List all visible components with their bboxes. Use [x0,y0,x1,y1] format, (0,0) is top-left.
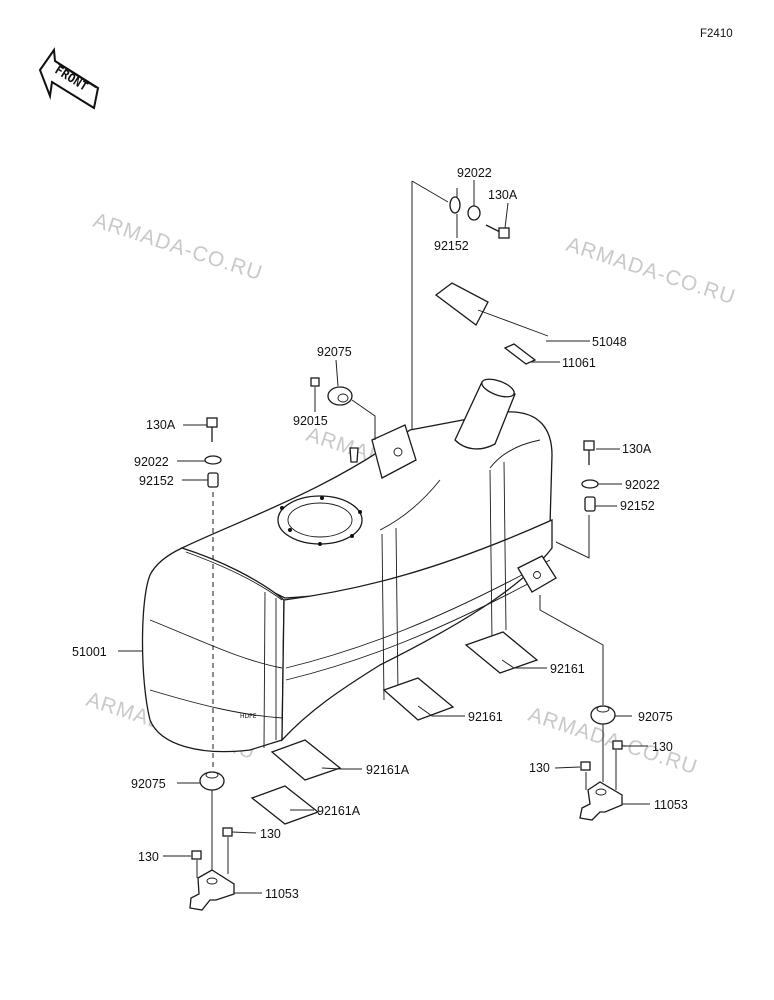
collar-top [449,196,461,214]
washer-top [467,205,481,221]
gasket [503,343,537,365]
watermark-1: ARMADA-CO.RU [90,209,265,285]
bolt-130-left-b [191,850,202,860]
bolt-130-left-a [222,827,233,837]
pad-92161-b [382,677,455,721]
label-11053-right: 11053 [654,798,688,812]
label-92015: 92015 [293,414,328,428]
damper-top [327,386,353,406]
label-51001: 51001 [72,645,107,659]
label-92152-right: 92152 [620,499,655,513]
label-11053-left: 11053 [265,887,299,901]
label-130-left-a: 130 [260,827,281,841]
label-92022-left: 92022 [134,455,169,469]
label-92022-right: 92022 [625,478,660,492]
nut-92015 [310,377,320,387]
label-92161-a: 92161 [550,662,585,676]
bracket-right [579,781,623,821]
collar-left [207,472,219,488]
label-130-right-b: 130 [529,761,550,775]
label-11061: 11061 [562,356,596,370]
label-92075-left: 92075 [131,777,166,791]
pad-92161A-a [270,739,342,781]
front-arrow-icon [38,47,100,110]
label-92161-b: 92161 [468,710,503,724]
label-130A-top: 130A [488,188,518,202]
label-92152-top: 92152 [434,239,469,253]
washer-right [581,479,599,489]
label-92075-right: 92075 [638,710,673,724]
label-92161A-b: 92161A [317,804,361,818]
figure-code: F2410 [700,28,733,40]
fuel-tank-body: HDPE [141,378,557,753]
label-92075-top: 92075 [317,345,352,359]
pad-92161-a [464,631,539,674]
label-130A-right: 130A [622,442,652,456]
label-130A-left: 130A [146,418,176,432]
label-130-left-b: 130 [138,850,159,864]
bolt-130-right-a [612,740,623,750]
damper-right [590,705,616,725]
watermark-2: ARMADA-CO.RU [563,233,738,309]
label-130-right-a: 130 [652,740,673,754]
label-92152-left: 92152 [139,474,174,488]
label-92161A-a: 92161A [366,763,410,777]
washer-left [204,455,222,465]
damper-left [199,771,225,791]
fuel-level-plate [434,282,489,326]
collar-right [584,496,596,512]
bolt-right [583,440,595,465]
bolt-130-right-b [580,761,591,771]
label-51048: 51048 [592,335,627,349]
bolt-left [206,417,218,442]
label-92022-top: 92022 [457,166,492,180]
svg-text:HDPE: HDPE [240,713,257,720]
pad-92161A-b [250,785,320,825]
bracket-left [189,869,235,911]
bolt-top [485,224,510,239]
